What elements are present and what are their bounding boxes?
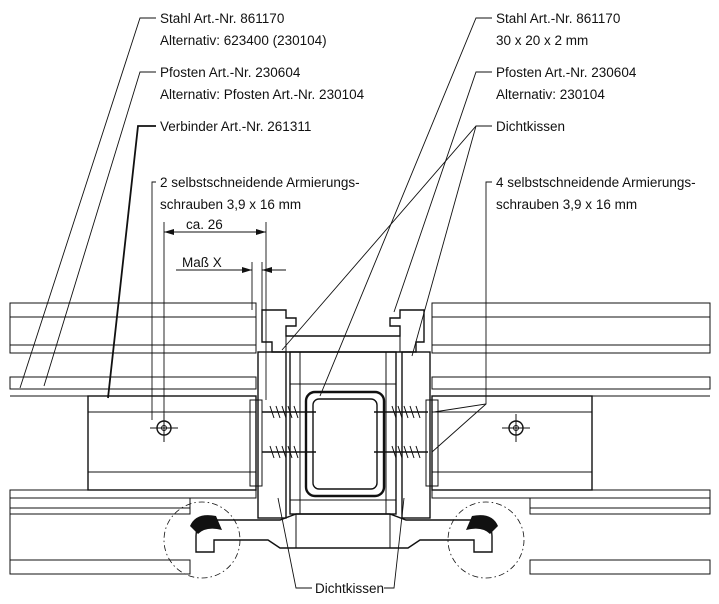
right-panels (431, 302, 711, 575)
left-steel-line2: Alternativ: 623400 (230104) (160, 33, 327, 48)
steel-tube (304, 390, 386, 498)
right-screws-line1: 4 selbstschneidende Armierungs- (496, 175, 696, 190)
dimension-mass-x-label: Maß X (182, 255, 222, 270)
right-connector-bar (431, 395, 593, 491)
left-steel-line1: Stahl Art.-Nr. 861170 (160, 11, 284, 26)
right-screws-line2: schrauben 3,9 x 16 mm (496, 197, 637, 212)
connector-bar (87, 395, 257, 491)
left-post-line1: Pfosten Art.-Nr. 230604 (160, 65, 301, 80)
connector-label: Verbinder Art.-Nr. 261311 (160, 119, 311, 134)
left-screws-line1: 2 selbstschneidende Armierungs- (160, 175, 360, 190)
left-panels (9, 302, 257, 575)
connector-screw-right (502, 414, 530, 442)
screw-upper-left (262, 405, 316, 419)
right-steel-line1: Stahl Art.-Nr. 861170 (496, 11, 620, 26)
armoring-screws (150, 405, 530, 459)
screw-upper-right (374, 405, 428, 419)
post-profile (195, 309, 493, 553)
seal-top-label: Dichtkissen (496, 119, 565, 134)
dimension-mass-x: Maß X (176, 255, 286, 310)
screw-lower-right (374, 445, 428, 459)
annotation-labels: Stahl Art.-Nr. 861170 Alternativ: 623400… (160, 11, 696, 596)
screw-lower-left (262, 445, 316, 459)
seal-bottom-label: Dichtkissen (315, 581, 384, 596)
dimension-ca-26: ca. 26 (163, 217, 267, 420)
leader-lines (19, 17, 492, 589)
detail-circle-right (447, 501, 525, 579)
seal-cushions (190, 351, 498, 534)
right-steel-line2: 30 x 20 x 2 mm (496, 33, 588, 48)
detail-circle-left (163, 501, 241, 579)
right-post-line2: Alternativ: 230104 (496, 87, 605, 102)
left-post-line2: Alternativ: Pfosten Art.-Nr. 230104 (160, 87, 365, 102)
right-post-line1: Pfosten Art.-Nr. 230604 (496, 65, 637, 80)
dimension-ca-label: ca. 26 (186, 217, 223, 232)
left-screws-line2: schrauben 3,9 x 16 mm (160, 197, 301, 212)
